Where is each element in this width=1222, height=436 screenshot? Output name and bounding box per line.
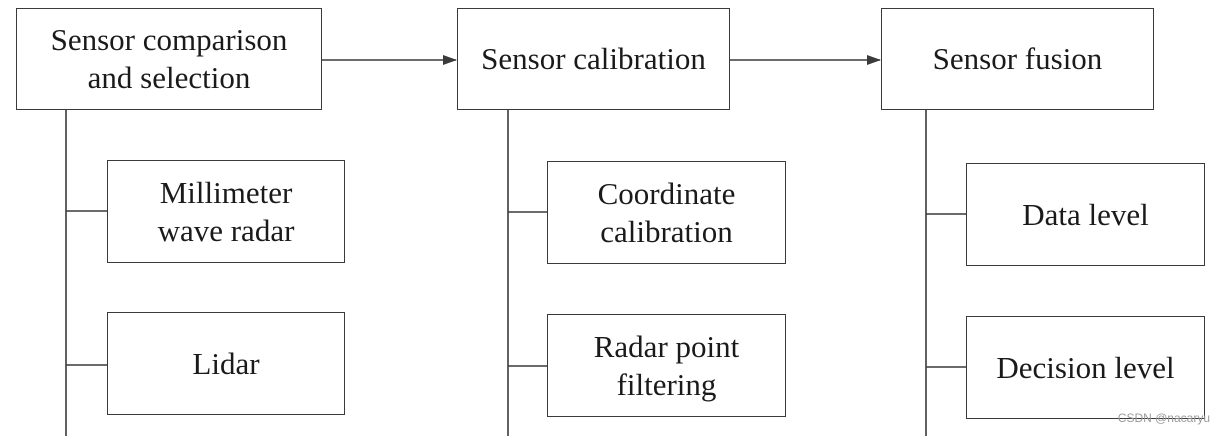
stage-box-sensor-calibration: Sensor calibration xyxy=(457,8,730,110)
item-box-lidar: Lidar xyxy=(107,312,345,415)
stage-label-sensor-fusion: Sensor fusion xyxy=(932,41,1103,76)
item-box-decision-level: Decision level xyxy=(966,316,1205,419)
item-label-millimeter-wave-radar: Millimeter wave radar xyxy=(157,174,295,248)
item-label-lidar: Lidar xyxy=(192,345,260,381)
item-label-radar-point-filtering: Radar point filtering xyxy=(593,328,740,402)
stage-box-sensor-fusion: Sensor fusion xyxy=(881,8,1154,110)
item-box-data-level: Data level xyxy=(966,163,1205,266)
watermark-text: CSDN @nacaryu xyxy=(1117,411,1210,425)
stage-label-sensor-selection: Sensor comparison and selection xyxy=(50,22,288,95)
stage-box-sensor-selection: Sensor comparison and selection xyxy=(16,8,322,110)
item-label-coordinate-calibration: Coordinate calibration xyxy=(597,175,736,249)
item-label-decision-level: Decision level xyxy=(996,349,1175,385)
stage-label-sensor-calibration: Sensor calibration xyxy=(481,41,706,76)
item-box-coordinate-calibration: Coordinate calibration xyxy=(547,161,786,264)
item-label-data-level: Data level xyxy=(1022,196,1149,232)
item-box-millimeter-wave-radar: Millimeter wave radar xyxy=(107,160,345,263)
item-box-radar-point-filtering: Radar point filtering xyxy=(547,314,786,417)
